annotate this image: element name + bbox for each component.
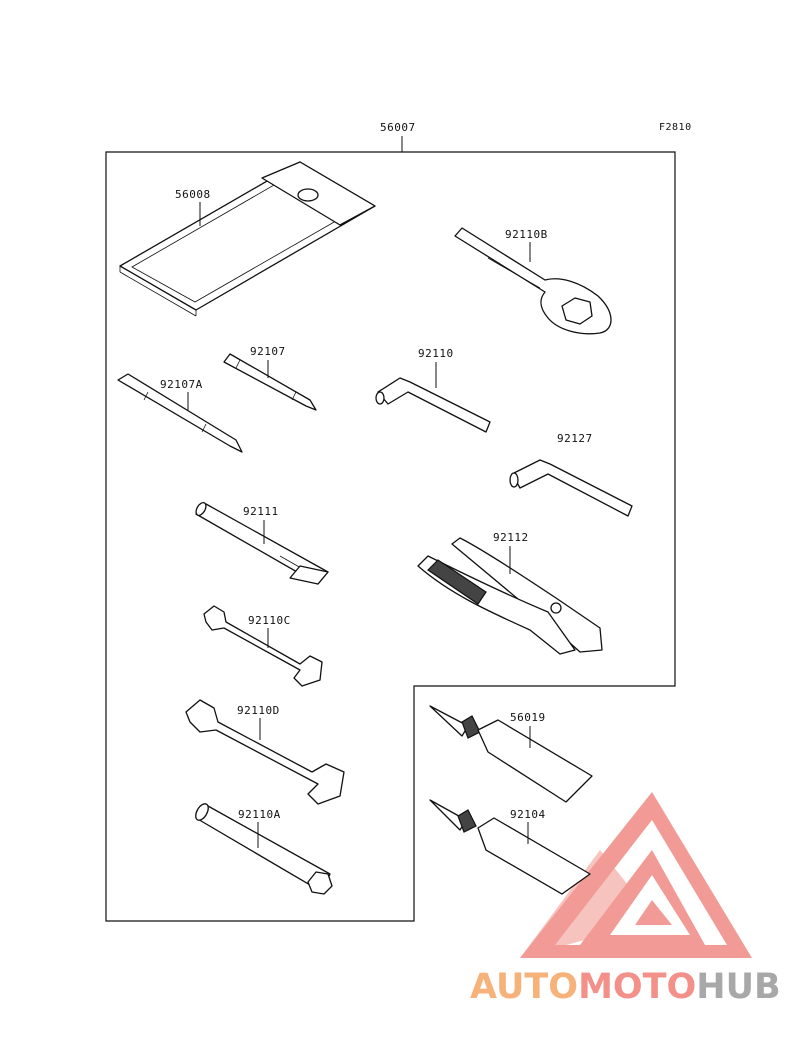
grease-tube-56019 [429, 705, 593, 803]
hex-key-92110 [375, 377, 491, 433]
label-92107A: 92107A [160, 378, 203, 391]
box-wrench-92110A [195, 803, 333, 895]
hex-key-92127 [509, 459, 633, 517]
watermark-logo-icon [520, 792, 752, 958]
watermark-hub: HUB [696, 967, 781, 1007]
open-wrench-92110D [185, 699, 345, 805]
pliers-92112 [417, 537, 603, 655]
label-56019: 56019 [510, 711, 546, 724]
label-92110B: 92110B [505, 228, 548, 241]
ring-wrench-92110B [454, 227, 612, 335]
label-92111: 92111 [243, 505, 279, 518]
label-56008: 56008 [175, 188, 211, 201]
grease-tube-92104 [429, 799, 591, 895]
watermark-auto: AUTO [470, 967, 579, 1007]
tube-handle-92111 [195, 501, 329, 585]
label-92110D: 92110D [237, 704, 280, 717]
label-56007: 56007 [380, 121, 416, 134]
label-92110: 92110 [418, 347, 454, 360]
watermark-moto: MOTO [578, 967, 697, 1007]
screwdriver-bit-92107A [117, 373, 243, 453]
kit-frame [105, 151, 676, 922]
label-92127: 92127 [557, 432, 593, 445]
label-92110A: 92110A [238, 808, 281, 821]
figure-code: F2810 [659, 122, 692, 133]
watermark-text: AUTOMOTOHUB [470, 962, 796, 1012]
label-92112: 92112 [493, 531, 529, 544]
label-92110C: 92110C [248, 614, 291, 627]
open-wrench-92110C [203, 605, 323, 687]
tool-bag-56008 [119, 161, 376, 317]
screwdriver-bit-92107 [223, 353, 317, 411]
label-92104: 92104 [510, 808, 546, 821]
label-92107: 92107 [250, 345, 286, 358]
